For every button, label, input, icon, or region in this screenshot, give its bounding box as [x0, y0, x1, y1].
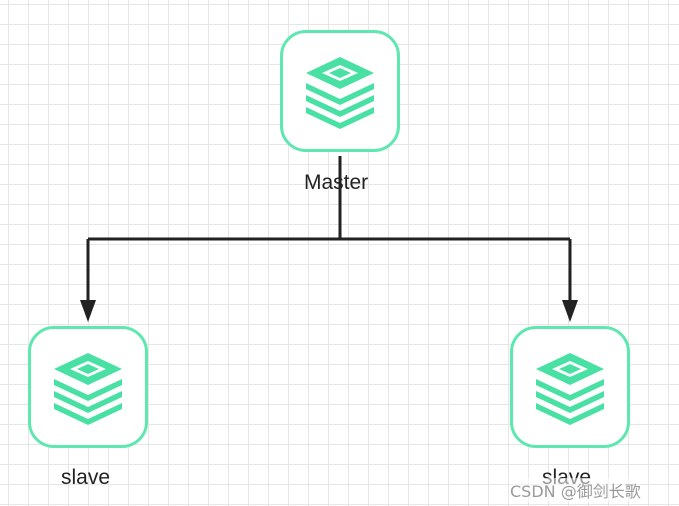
csdn-watermark: CSDN @御剑长歌 — [510, 478, 641, 502]
slave-left-node[interactable] — [28, 326, 148, 448]
master-label: Master — [304, 171, 369, 194]
slave-right-node[interactable] — [510, 326, 630, 448]
redis-stack-icon — [54, 353, 122, 425]
arrowhead-slave-left — [80, 300, 96, 322]
slave-left-label: slave — [61, 466, 111, 489]
redis-stack-icon — [306, 57, 374, 129]
master-node[interactable] — [280, 30, 400, 152]
arrowhead-slave-right — [562, 300, 578, 322]
redis-stack-icon — [536, 353, 604, 425]
